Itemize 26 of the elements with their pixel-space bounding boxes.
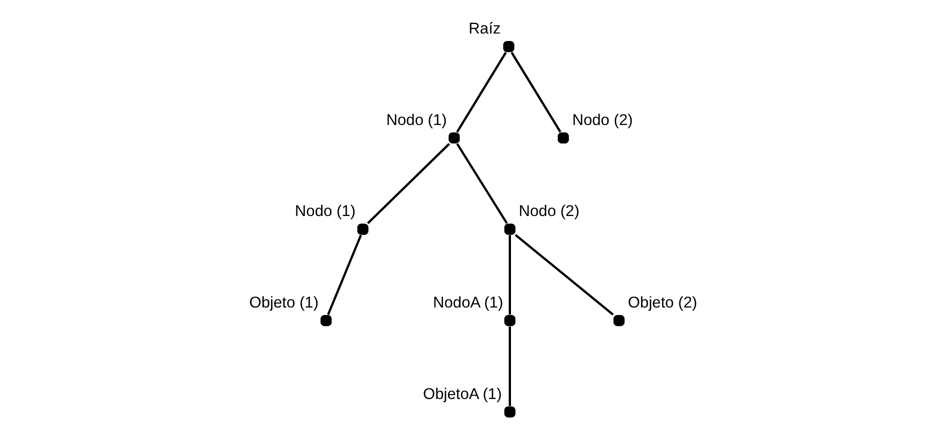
node-circle bbox=[558, 132, 569, 144]
node-circle bbox=[503, 41, 514, 52]
connector bbox=[367, 143, 450, 224]
node-label: Objeto (1) bbox=[249, 294, 319, 312]
connector bbox=[514, 234, 614, 316]
node-circle bbox=[504, 224, 516, 235]
node-label: NodoA (1) bbox=[433, 294, 504, 312]
connector bbox=[510, 52, 562, 133]
node-label: Nodo (1) bbox=[294, 203, 356, 220]
node-circle bbox=[448, 132, 460, 144]
node-label: Objeto (2) bbox=[628, 294, 698, 312]
node-label: ObjetoA (1) bbox=[423, 386, 502, 403]
connector bbox=[327, 234, 362, 316]
node-circle bbox=[613, 315, 625, 326]
node-circle bbox=[320, 315, 332, 326]
node-circle bbox=[504, 406, 516, 418]
node-label: Nodo (2) bbox=[572, 112, 633, 129]
node-circle bbox=[504, 315, 516, 326]
connector bbox=[456, 143, 508, 224]
node-label: Nodo (2) bbox=[518, 203, 580, 220]
node-circle bbox=[357, 224, 368, 235]
connector bbox=[508, 235, 511, 315]
node-label: Raíz bbox=[468, 20, 501, 38]
connector bbox=[456, 52, 507, 133]
connector bbox=[508, 326, 511, 406]
node-label: Nodo (1) bbox=[386, 112, 447, 129]
